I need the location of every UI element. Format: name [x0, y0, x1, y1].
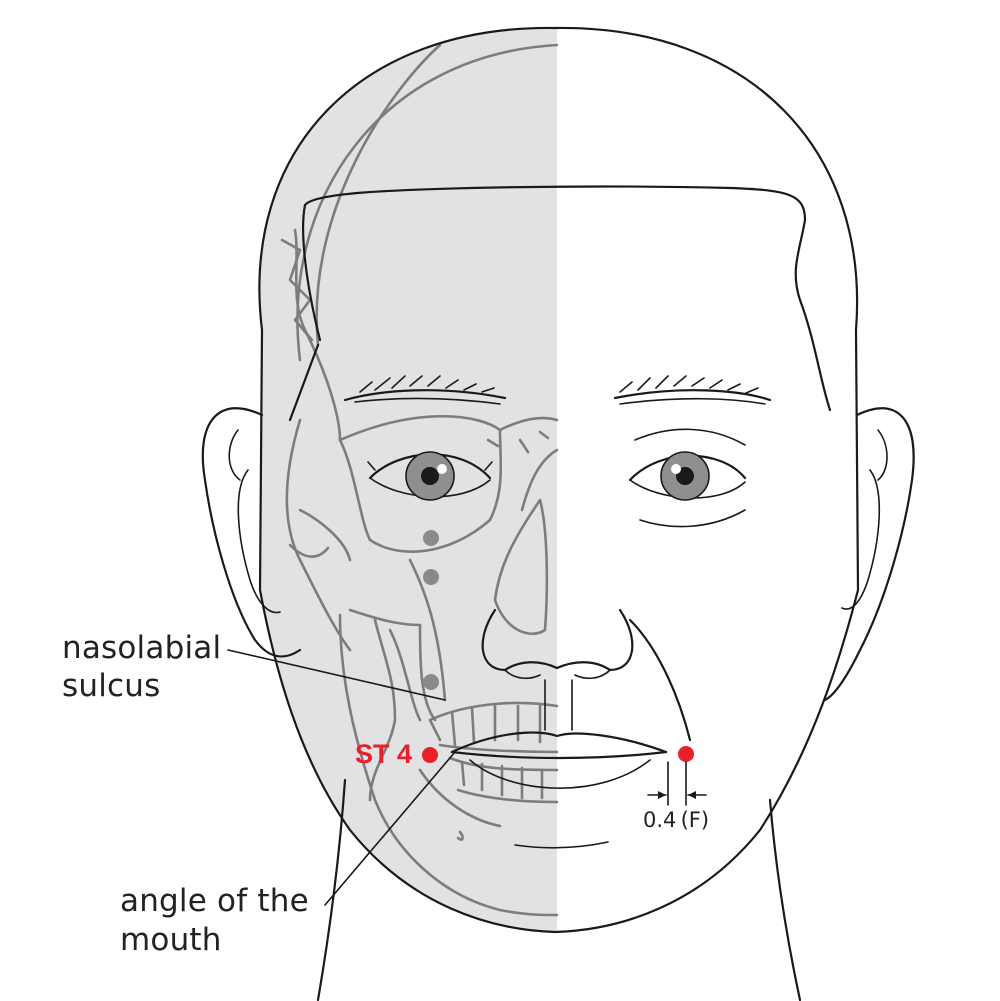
st4-label: ST 4: [355, 739, 413, 769]
left-ear: [201, 407, 302, 658]
measurement-marker: [647, 761, 707, 806]
st4-point-right: [678, 746, 694, 762]
gray-point-1: [423, 530, 439, 546]
mouth-angle-label-line2: mouth: [120, 922, 222, 958]
neck: [316, 778, 347, 1001]
head-outline: [258, 26, 860, 934]
nasolabial-label-line1: nasolabial: [62, 630, 222, 666]
left-eyebrow: [343, 375, 507, 405]
gray-point-3: [423, 674, 439, 690]
measurement-label: 0.4 (F): [643, 808, 710, 832]
mouth: [450, 731, 668, 849]
skull-panel: [259, 27, 557, 932]
right-eyebrow: [613, 375, 772, 405]
right-eye: [628, 428, 747, 528]
right-ear: [823, 407, 915, 702]
left-eye: [367, 451, 493, 501]
skull-outline: [280, 43, 559, 917]
st4-point-left: [422, 747, 438, 763]
gray-point-2: [423, 569, 439, 585]
mouth-angle-leader: [324, 751, 456, 906]
mouth-angle-label-line1: angle of the: [120, 883, 309, 919]
nose: [481, 608, 634, 680]
hairline: [302, 185, 832, 412]
nasolabial-leader: [227, 649, 446, 701]
nasolabial-label-line2: sulcus: [62, 668, 161, 704]
